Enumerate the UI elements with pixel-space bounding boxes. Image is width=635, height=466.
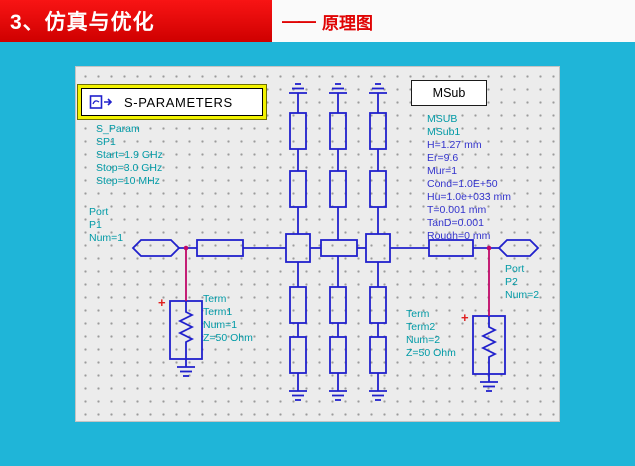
s-param-settings: S_Param SP1 Start=1.9 GHz Stop=3.0 GHz S…: [96, 123, 163, 188]
param-line: Cond=1.0E+50: [427, 178, 498, 190]
annotation-line: Num=2: [505, 289, 540, 301]
param-line: MSUB: [427, 113, 458, 125]
ground-icon: [328, 382, 348, 401]
port1-annotation: Port P1 Num=1: [89, 206, 123, 245]
param-line: MSub1: [427, 126, 461, 138]
annotation-line: P2: [505, 276, 518, 288]
stub-tline: [329, 286, 347, 324]
stub-tline: [329, 112, 347, 150]
page-title: 3、仿真与优化: [10, 11, 155, 34]
ground-icon: [328, 83, 348, 102]
ground-icon: [176, 358, 196, 377]
setting-line: Step=10 MHz: [96, 175, 160, 187]
ground-icon: [368, 83, 388, 102]
term2-resistor: [482, 321, 496, 365]
wire-node: [183, 245, 189, 251]
series-tline-2: [320, 239, 358, 257]
annotation-line: Term1: [203, 306, 233, 318]
term2-annotation: Term Term2 Num=2 Z=50 Ohm: [406, 308, 456, 360]
header-subtitle: 原理图: [322, 13, 373, 33]
term1-resistor: [179, 306, 193, 350]
msub-box-label: MSub: [432, 86, 466, 100]
ground-icon: [479, 373, 499, 392]
polarity-marks: + +: [158, 295, 469, 325]
stub-tline: [329, 336, 347, 374]
annotation-line: Term2: [406, 321, 436, 333]
annotation-line: Term: [406, 308, 430, 320]
stub-tline: [289, 286, 307, 324]
term2-plus-sign: +: [461, 310, 469, 325]
stub-tline: [369, 170, 387, 208]
param-line: Er=9.6: [427, 152, 459, 164]
msub-params: MSUB MSub1 H=1.27 mm Er=9.6 Mur=1 Cond=1…: [427, 113, 511, 243]
stub-tline: [289, 170, 307, 208]
tee-junction-2: [365, 233, 391, 263]
param-line: Mur=1: [427, 165, 458, 177]
schematic-canvas: + +: [131, 83, 540, 401]
s-parameters-icon: [89, 94, 113, 109]
annotation-line: Z=50 Ohm: [203, 332, 253, 344]
schematic-panel: + + S-PARAMETERS S_Param SP1 Start=1.9 G…: [75, 66, 560, 422]
ground-icon: [288, 382, 308, 401]
wire-node: [486, 245, 492, 251]
annotation-line: Port: [505, 263, 525, 275]
term-wires: [185, 248, 490, 316]
annotation-line: Num=1: [89, 232, 124, 244]
stub-tline: [369, 112, 387, 150]
annotation-line: Num=1: [203, 319, 238, 331]
setting-line: Start=1.9 GHz: [96, 149, 163, 161]
header-title-band: 3、仿真与优化: [0, 0, 272, 42]
ground-icon: [368, 382, 388, 401]
stub-tline: [369, 336, 387, 374]
annotation-line: Term: [203, 293, 227, 305]
schematic-components: [131, 83, 540, 401]
setting-line: S_Param: [96, 123, 140, 135]
param-line: Rough=0 mm: [427, 230, 491, 242]
wires: [179, 101, 499, 383]
annotation-line: Z=50 Ohm: [406, 347, 456, 359]
term1-plus-sign: +: [158, 295, 166, 310]
ground-icon: [288, 83, 308, 102]
header: 3、仿真与优化 —— 原理图: [0, 0, 635, 42]
tee-junction-1: [285, 233, 311, 263]
header-dash: ——: [282, 10, 316, 31]
annotation-line: P1: [89, 219, 102, 231]
stub-tline: [369, 286, 387, 324]
port2-symbol: [497, 239, 540, 257]
s-parameters-controller: S-PARAMETERS: [81, 88, 263, 116]
stub-tline: [289, 112, 307, 150]
port1-symbol: [131, 239, 181, 257]
setting-line: SP1: [96, 136, 116, 148]
msub-box: MSub: [411, 80, 487, 106]
param-line: H=1.27 mm: [427, 139, 482, 151]
series-tline-3: [428, 239, 474, 257]
stub-tline: [329, 170, 347, 208]
setting-line: Stop=3.0 GHz: [96, 162, 163, 174]
param-line: T=0.001 mm: [427, 204, 487, 216]
annotation-line: Port: [89, 206, 109, 218]
param-line: Hu=1.0e+033 mm: [427, 191, 512, 203]
stub-tline: [289, 336, 307, 374]
annotation-line: Num=2: [406, 334, 441, 346]
series-tline-1: [196, 239, 244, 257]
port2-annotation: Port P2 Num=2: [505, 263, 539, 302]
s-parameters-label: S-PARAMETERS: [124, 94, 233, 110]
param-line: TanD=0.001: [427, 217, 484, 229]
term1-annotation: Term Term1 Num=1 Z=50 Ohm: [203, 293, 253, 345]
wire-nodes: [183, 245, 492, 251]
header-subtitle-band: —— 原理图: [272, 0, 635, 42]
